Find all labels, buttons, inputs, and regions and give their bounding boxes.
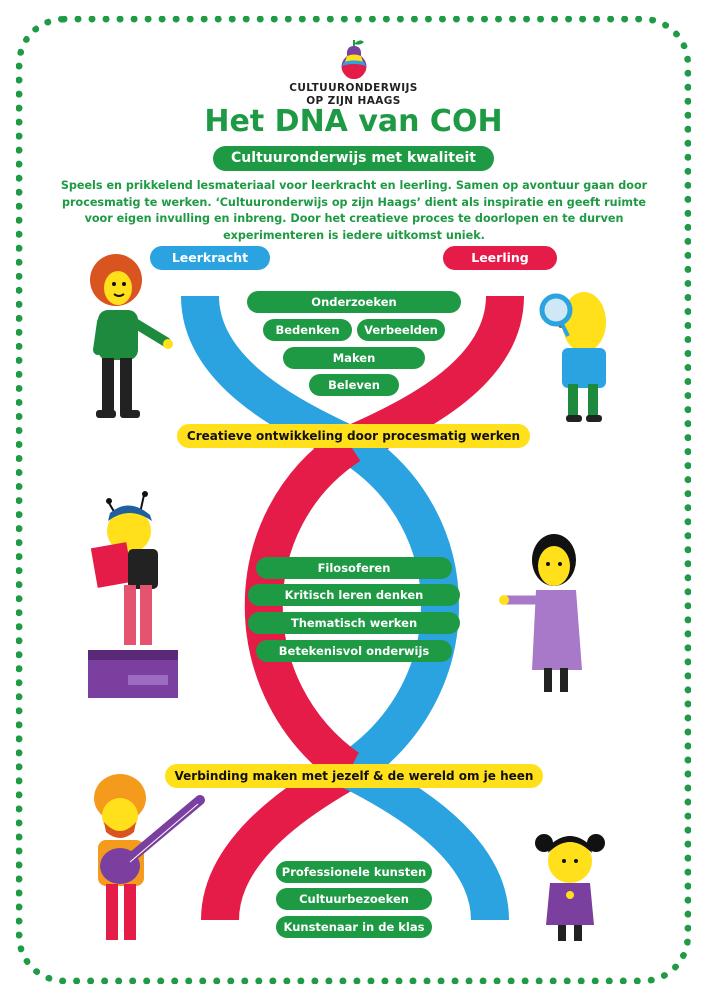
guitar-player-illustration bbox=[94, 774, 205, 940]
item-betekenisvol-onderwijs: Betekenisvol onderwijs bbox=[256, 640, 452, 662]
helix-strand-red-lower bbox=[201, 753, 360, 921]
subtitle-pill: Cultuuronderwijs met kwaliteit bbox=[213, 146, 494, 171]
teacher-illustration bbox=[90, 254, 173, 418]
intro-text: Speels en prikkelend lesmateriaal voor l… bbox=[60, 179, 648, 242]
item-beleven: Beleven bbox=[309, 374, 399, 396]
helix-strand-blue-lower bbox=[341, 753, 509, 921]
student-book-illustration bbox=[88, 491, 178, 698]
item-kunstenaar-in-de-klas: Kunstenaar in de klas bbox=[276, 916, 432, 938]
pear-logo-icon bbox=[341, 40, 367, 79]
helix-strand-red-mid bbox=[244, 429, 362, 786]
role-student-label: Leerling bbox=[443, 246, 557, 270]
banner-creatieve-ontwikkeling: Creatieve ontwikkeling door procesmatig … bbox=[177, 424, 530, 448]
helix-strand-blue-back bbox=[339, 428, 459, 786]
item-kritisch-leren-denken: Kritisch leren denken bbox=[248, 584, 460, 606]
brand-line-2: OP ZIJN HAAGS bbox=[306, 95, 401, 107]
role-teacher-label: Leerkracht bbox=[150, 246, 270, 270]
page-title: Het DNA van COH bbox=[204, 104, 503, 139]
student-girl-illustration bbox=[499, 534, 582, 692]
item-thematisch-werken: Thematisch werken bbox=[248, 612, 460, 634]
item-professionele-kunsten: Professionele kunsten bbox=[276, 861, 432, 883]
item-maken: Maken bbox=[283, 347, 425, 369]
student-small-illustration bbox=[535, 834, 605, 941]
item-verbeelden: Verbeelden bbox=[357, 319, 445, 341]
item-cultuurbezoeken: Cultuurbezoeken bbox=[276, 888, 432, 910]
item-onderzoeken: Onderzoeken bbox=[247, 291, 461, 313]
banner-verbinding-maken: Verbinding maken met jezelf & de wereld … bbox=[165, 764, 543, 788]
item-filosoferen: Filosoferen bbox=[256, 557, 452, 579]
student-magnifier-illustration bbox=[539, 292, 606, 422]
dotted-border bbox=[16, 16, 691, 984]
item-bedenken: Bedenken bbox=[263, 319, 352, 341]
brand-line-1: CULTUURONDERWIJS bbox=[289, 82, 418, 94]
